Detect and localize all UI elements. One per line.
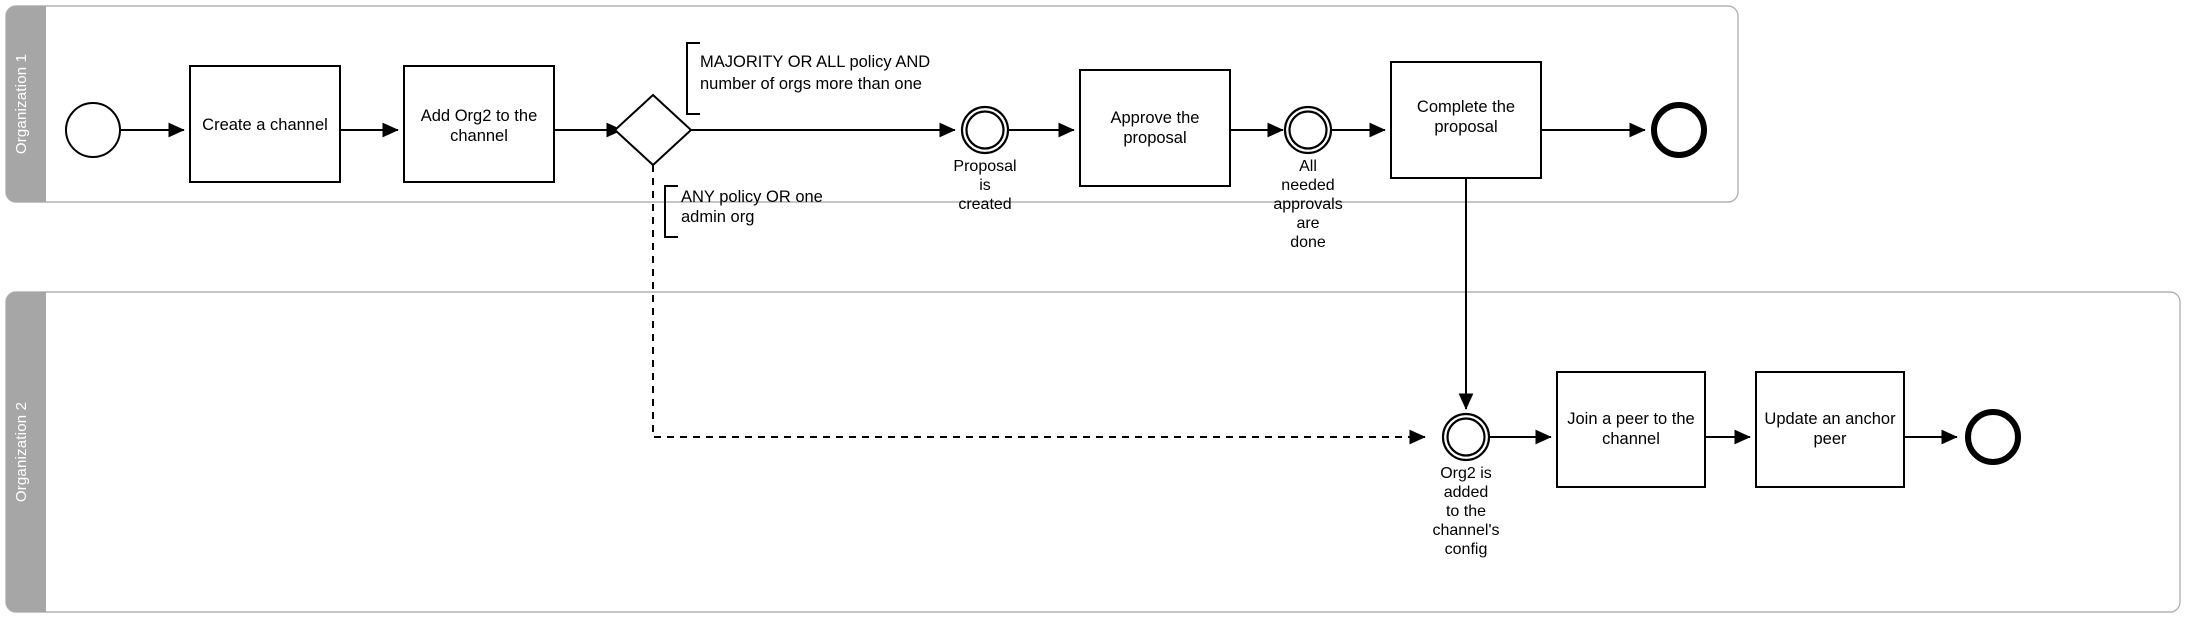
end-event-org1[interactable] xyxy=(1651,102,1707,158)
event-proposal-created-inner-circle xyxy=(965,110,1005,150)
annotation-any-policy-line-2: admin org xyxy=(681,208,754,226)
task-add-org2-label-line-1: Add Org2 to the xyxy=(421,107,538,125)
task-join-peer-label-line-1: Join a peer to the xyxy=(1567,410,1695,428)
event-approvals-done[interactable]: All needed approvals are done xyxy=(1273,105,1343,251)
task-create-channel-box xyxy=(189,65,341,183)
task-approve-proposal[interactable]: Approve the proposal xyxy=(1079,69,1231,187)
event-org2-added[interactable]: Org2 is added to the channel's config xyxy=(1432,412,1500,558)
task-update-anchor-peer-label-line-2: peer xyxy=(1813,430,1847,448)
event-approvals-done-label-line-4: are xyxy=(1296,215,1319,232)
task-add-org2-box xyxy=(403,65,555,183)
annotation-majority-line-2: number of orgs more than one xyxy=(700,75,922,93)
task-join-peer-label-line-2: channel xyxy=(1602,430,1660,448)
task-add-org2-label-line-2: channel xyxy=(450,127,508,145)
lane-2-label: Organization 2 xyxy=(13,402,30,502)
task-create-channel[interactable]: Create a channel xyxy=(189,65,341,183)
event-approvals-done-label-line-5: done xyxy=(1290,234,1326,251)
event-proposal-created-label-line-2: is xyxy=(979,177,991,194)
event-approvals-done-outer-circle xyxy=(1283,105,1333,155)
event-approvals-done-inner-circle xyxy=(1288,110,1328,150)
event-proposal-created-outer-circle xyxy=(960,105,1010,155)
task-complete-proposal-label-line-2: proposal xyxy=(1434,118,1497,136)
task-update-anchor-peer-label-line-1: Update an anchor xyxy=(1764,410,1896,428)
lane-1-header-band xyxy=(6,6,46,202)
lane-2-header-band xyxy=(6,292,46,612)
task-join-peer-box xyxy=(1556,371,1706,488)
task-approve-proposal-box xyxy=(1079,69,1231,187)
event-approvals-done-label-line-2: needed xyxy=(1281,177,1334,194)
task-approve-proposal-label-line-1: Approve the xyxy=(1111,109,1200,127)
annotation-majority-bracket xyxy=(686,42,700,115)
event-org2-added-label-line-5: config xyxy=(1445,541,1488,558)
event-org2-added-label-line-2: added xyxy=(1444,484,1489,501)
flow-gateway-to-org2-added-dashed xyxy=(652,165,1426,445)
task-complete-proposal-label-line-1: Complete the xyxy=(1417,98,1515,116)
annotation-majority-line-1: MAJORITY OR ALL policy AND xyxy=(700,53,930,71)
event-proposal-created[interactable]: Proposal is created xyxy=(953,105,1017,213)
task-create-channel-label-line-1: Create a channel xyxy=(202,116,328,134)
task-add-org2[interactable]: Add Org2 to the channel xyxy=(403,65,555,183)
event-proposal-created-label-line-3: created xyxy=(958,196,1011,213)
task-join-peer[interactable]: Join a peer to the channel xyxy=(1556,371,1706,488)
task-update-anchor-peer[interactable]: Update an anchor peer xyxy=(1755,371,1905,488)
annotation-any-policy-line-1: ANY policy OR one xyxy=(681,188,823,206)
event-approvals-done-label-line-3: approvals xyxy=(1273,196,1342,213)
event-proposal-created-label-line-1: Proposal xyxy=(953,158,1016,175)
annotation-majority-policy: MAJORITY OR ALL policy AND number of org… xyxy=(686,42,930,115)
start-event[interactable] xyxy=(65,102,121,158)
task-update-anchor-peer-box xyxy=(1755,371,1905,488)
event-approvals-done-label-line-1: All xyxy=(1299,158,1317,175)
task-complete-proposal[interactable]: Complete the proposal xyxy=(1390,61,1542,179)
lane-1-label: Organization 1 xyxy=(13,54,30,154)
event-org2-added-label-line-4: channel's xyxy=(1432,522,1499,539)
event-org2-added-label-line-3: to the xyxy=(1446,503,1486,520)
annotation-any-policy-bracket xyxy=(664,185,678,238)
task-complete-proposal-box xyxy=(1390,61,1542,179)
event-org2-added-label-line-1: Org2 is xyxy=(1440,465,1492,482)
event-org2-added-outer-circle xyxy=(1441,412,1491,462)
event-org2-added-inner-circle xyxy=(1446,417,1486,457)
annotation-any-policy: ANY policy OR one admin org xyxy=(664,185,823,238)
task-approve-proposal-label-line-2: proposal xyxy=(1123,129,1186,147)
end-event-org2[interactable] xyxy=(1965,409,2021,465)
